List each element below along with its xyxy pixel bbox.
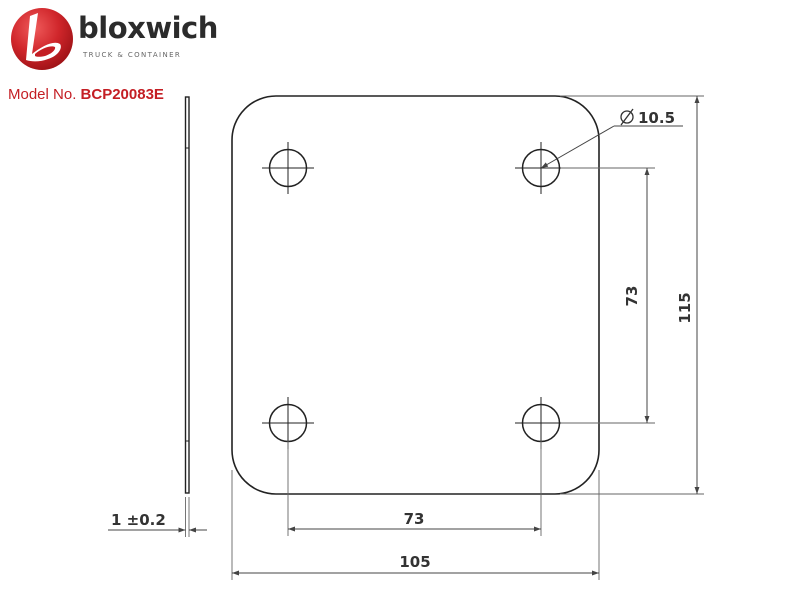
overall-height-dimension: [560, 95, 704, 495]
plate-side-profile: [184, 96, 190, 494]
model-number: Model No. BCP20083E: [8, 87, 164, 102]
model-code: BCP20083E: [80, 86, 164, 103]
vertical-hole-pitch-dimension: [561, 167, 655, 424]
thickness-dimension: [108, 497, 207, 537]
brand-name: bloxwich: [78, 11, 218, 45]
vertical-hole-pitch-value: 73: [623, 286, 641, 307]
hole-diameter-value: 10.5: [638, 109, 675, 127]
diameter-icon: [620, 108, 634, 126]
overall-width-dimension: [231, 470, 600, 580]
thickness-value: 1 ±0.2: [111, 511, 166, 529]
plate-outline: [231, 95, 600, 495]
bloxwich-logo-icon: [8, 6, 76, 76]
horizontal-hole-pitch-dimension: [287, 441, 542, 536]
brand-tagline: TRUCK & CONTAINER: [83, 51, 182, 59]
overall-height-value: 115: [676, 292, 694, 323]
hole-diameter-dimension: 10.5: [540, 108, 683, 169]
model-label: Model No.: [8, 86, 77, 103]
overall-width-value: 105: [399, 553, 430, 571]
mounting-hole: [262, 142, 314, 194]
horizontal-hole-pitch-value: 73: [404, 510, 425, 528]
